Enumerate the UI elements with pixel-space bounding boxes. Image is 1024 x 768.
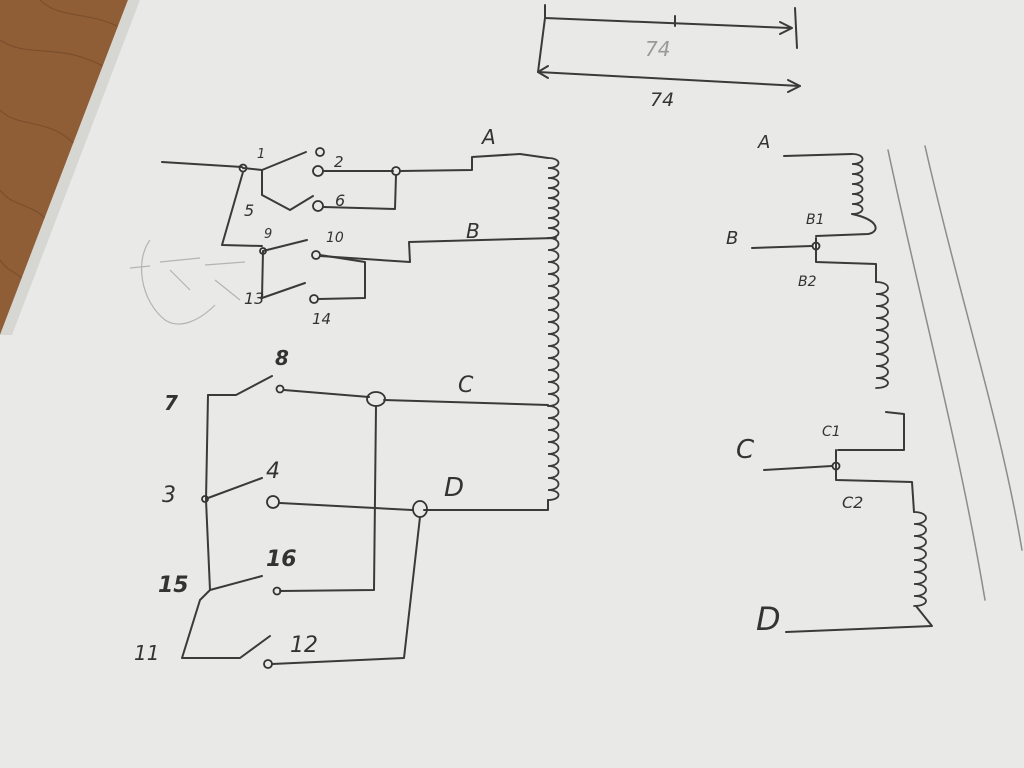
winding-label-c1: C1 [822,424,841,440]
switch-label-14: 14 [312,310,331,328]
winding-label-c2: C2 [842,493,863,512]
tap-label-c: C [458,373,474,398]
tap-label-d: D [444,473,464,503]
winding-label-b: B [726,228,738,249]
switch-label-2: 2 [334,153,344,171]
switch-label-4: 4 [266,459,280,484]
switch-label-10: 10 [326,230,344,246]
switch-label-12: 12 [290,633,318,658]
switch-label-5: 5 [244,201,254,220]
winding-label-b1: B1 [806,212,825,228]
dimension-lower-value: 74 [650,89,674,111]
paper-shadow [0,0,140,335]
winding-label-c: C [736,435,755,465]
switch-label-1: 1 [257,147,265,162]
tap-label-b: B [466,219,480,243]
switch-label-15: 15 [158,573,189,598]
winding-diagram: A B B1 B2 C C1 C2 D [726,132,1023,638]
dimension-upper-value: 74 [645,37,670,61]
tap-label-a: A [480,125,496,149]
erased-sketch [129,239,246,325]
switch-label-7: 7 [164,391,178,415]
switch-label-8: 8 [275,346,289,370]
switch-label-6: 6 [335,191,345,210]
winding-label-b2: B2 [798,274,817,290]
dimension-note: 74 74 [537,4,801,111]
switch-label-13: 13 [244,289,264,308]
switch-label-3: 3 [162,483,176,508]
winding-label-a: A [757,132,770,153]
switch-schematic: 1 2 5 6 9 10 13 14 8 7 4 3 16 15 11 12 A… [129,125,560,669]
switch-label-11: 11 [134,641,159,665]
winding-label-d: D [756,600,781,638]
switch-label-16: 16 [266,547,297,572]
switch-label-9: 9 [264,227,272,242]
